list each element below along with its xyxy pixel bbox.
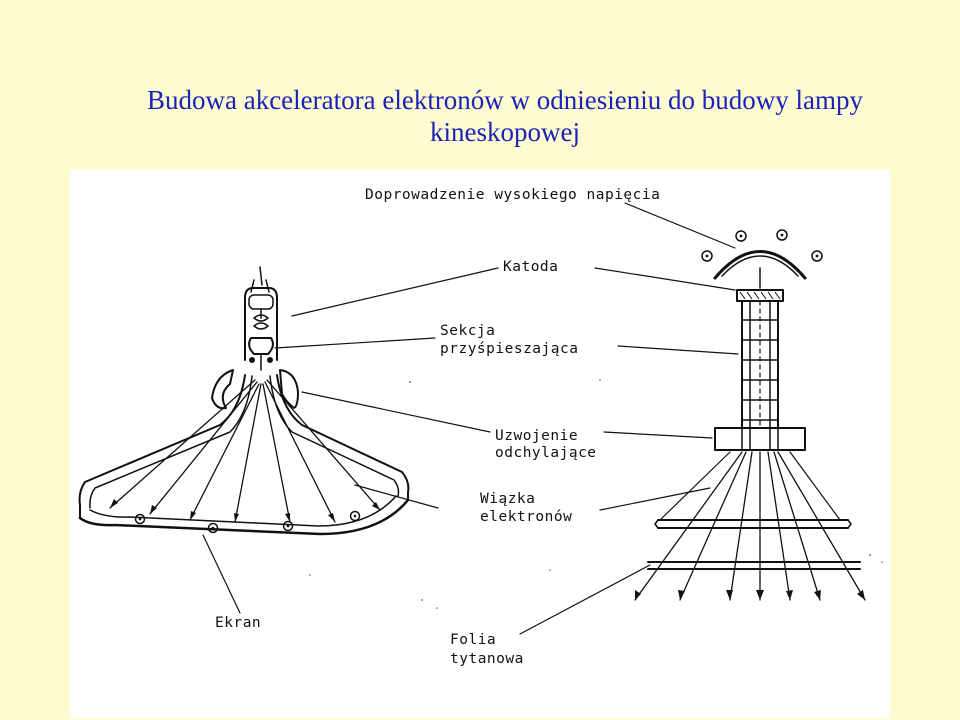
- label-beam-1: Wiązka: [480, 491, 535, 507]
- crt-yoke-right: [279, 369, 299, 409]
- label-deflect-2: odchylające: [495, 445, 597, 461]
- leader-accel-right: [617, 345, 739, 355]
- leader-beam-right: [599, 487, 711, 511]
- high-voltage-charges: [701, 229, 823, 262]
- label-high-voltage: Doprowadzenie wysokiego napięcia: [365, 187, 660, 203]
- crt-funnel-left-inner: [89, 375, 253, 509]
- label-accel-1: Sekcja: [440, 323, 495, 339]
- crt-electron-gun: [248, 294, 274, 371]
- accelerator-beam-arrows: [635, 590, 865, 600]
- crt-tube: [78, 266, 410, 536]
- accelerator-beam-lines: [634, 451, 866, 601]
- crt-funnel-left-outer: [78, 374, 246, 519]
- annotations: Doprowadzenie wysokiego napięcia Katoda …: [202, 187, 739, 667]
- label-screen: Ekran: [215, 615, 261, 631]
- diagram-panel: Doprowadzenie wysokiego napięcia Katoda …: [70, 170, 890, 718]
- accelerator-cathode: [736, 289, 784, 302]
- leader-deflect-left: [301, 391, 491, 433]
- accelerator: [634, 229, 866, 601]
- leader-deflect-right: [603, 431, 713, 439]
- slide-title: Budowa akceleratora elektronów w odniesi…: [0, 84, 960, 148]
- crt-pins: [250, 266, 270, 293]
- crt-neck: [244, 287, 278, 361]
- crt-beam-arrows: [110, 499, 380, 522]
- crt-screen-inner: [89, 495, 397, 527]
- scan-noise: [309, 379, 883, 609]
- label-deflect-1: Uzwojenie: [495, 428, 578, 444]
- crt-screen-face: [78, 498, 410, 536]
- label-accel-2: przyśpieszająca: [440, 341, 578, 357]
- leader-accel-left: [274, 337, 436, 349]
- label-cathode: Katoda: [503, 259, 558, 275]
- leader-cathode-left: [291, 267, 499, 317]
- label-foil-1: Folia: [450, 632, 496, 648]
- title-line-1: Budowa akceleratora elektronów w odniesi…: [146, 85, 864, 115]
- label-beam-2: elektronów: [480, 509, 572, 525]
- titanium-foil: [647, 519, 861, 570]
- crt-screen-dots: [134, 510, 361, 534]
- leader-high-voltage: [624, 202, 736, 249]
- scan-horn: [659, 451, 841, 521]
- title-line-2: kineskopowej: [430, 117, 580, 147]
- leader-cathode-right: [594, 267, 736, 291]
- crt-funnel-right-outer: [276, 374, 410, 501]
- crt-yoke-left: [211, 369, 234, 410]
- accelerator-dome: [713, 250, 807, 280]
- leader-foil: [519, 564, 651, 635]
- leader-beam-left: [354, 484, 439, 509]
- leader-screen: [202, 534, 241, 614]
- accelerating-column: [741, 300, 779, 429]
- deflection-coil: [714, 427, 806, 451]
- label-foil-2: tytanowa: [450, 651, 524, 667]
- diagram-svg: Doprowadzenie wysokiego napięcia Katoda …: [78, 187, 883, 667]
- crt-beam-lines: [109, 379, 381, 523]
- crt-funnel-right-inner: [269, 375, 400, 497]
